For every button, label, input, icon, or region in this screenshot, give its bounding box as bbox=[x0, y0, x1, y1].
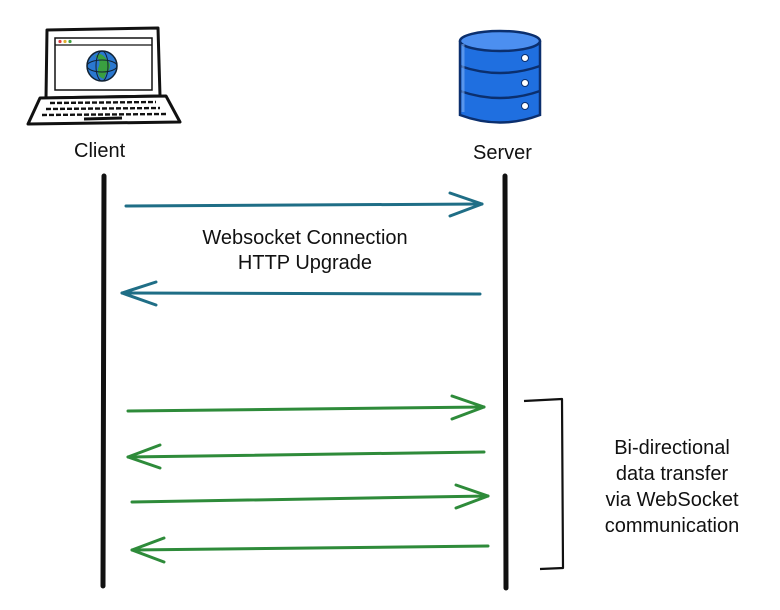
server-lifeline bbox=[502, 173, 509, 591]
handshake-request-arrow bbox=[124, 191, 484, 218]
data-arrow-client-to-server-2 bbox=[130, 483, 490, 510]
data-arrow-server-to-client-2 bbox=[130, 536, 490, 564]
handshake-annotation: Websocket Connection HTTP Upgrade bbox=[160, 226, 450, 276]
laptop-globe-icon bbox=[26, 26, 182, 126]
data-transfer-bracket bbox=[523, 397, 565, 571]
bidirectional-note: Bi-directional data transfer via WebSock… bbox=[578, 435, 766, 539]
handshake-response-arrow bbox=[120, 280, 482, 307]
handshake-line-1: Websocket Connection bbox=[202, 227, 408, 249]
data-arrow-server-to-client-1 bbox=[126, 443, 486, 470]
server-label: Server bbox=[473, 142, 532, 164]
note-line-3: via WebSocket bbox=[605, 489, 739, 511]
note-line-2: data transfer bbox=[615, 463, 729, 485]
client-lifeline bbox=[100, 173, 107, 589]
note-line-4: communication bbox=[604, 515, 740, 537]
note-line-1: Bi-directional bbox=[614, 437, 730, 459]
data-arrow-client-to-server-1 bbox=[126, 394, 486, 421]
database-server-icon bbox=[458, 29, 542, 124]
handshake-line-2: HTTP Upgrade bbox=[237, 252, 373, 274]
client-label: Client bbox=[74, 140, 126, 162]
